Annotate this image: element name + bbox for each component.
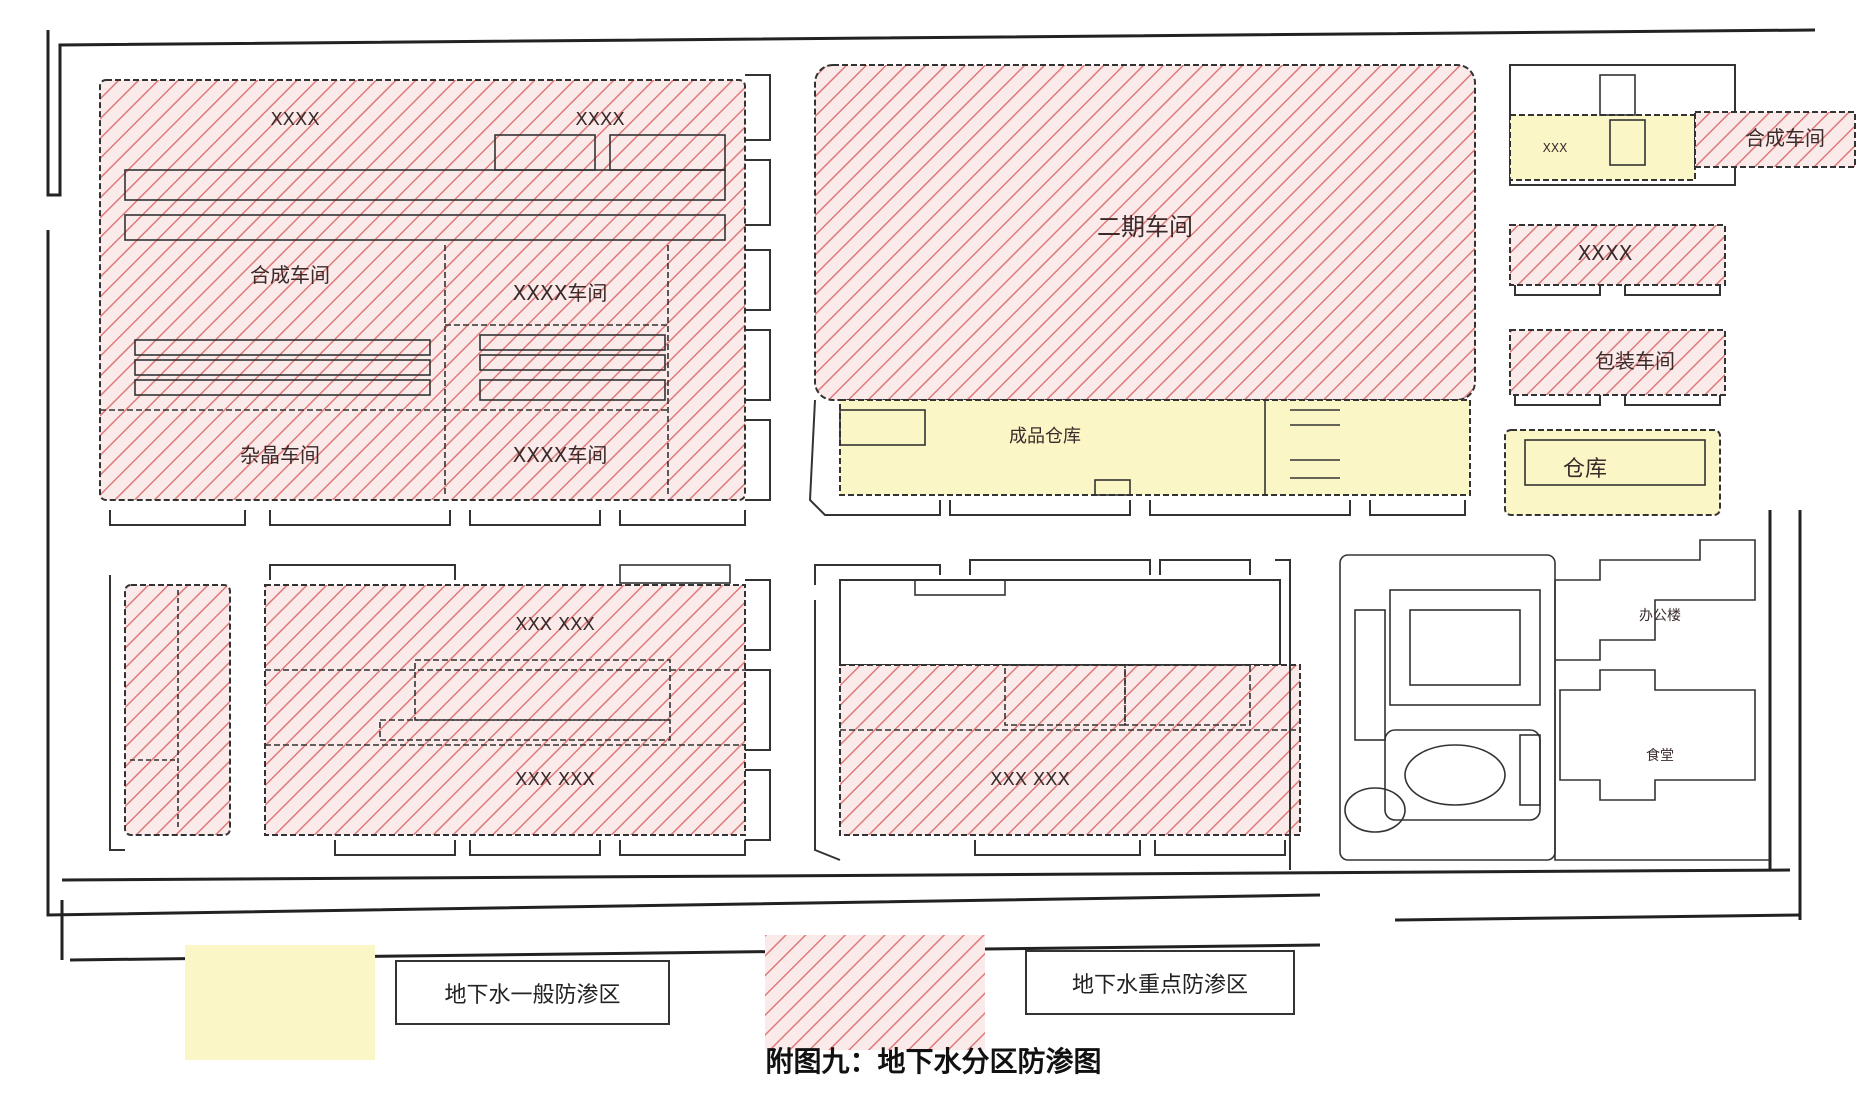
- pads-mid-center: [814, 559, 1291, 870]
- legend-key-swatch: [765, 935, 985, 1050]
- label-finished-warehouse: 成品仓库: [1009, 426, 1081, 447]
- block-right-2: [1509, 329, 1726, 406]
- label-top-left-bottom2: XXXX车间: [513, 443, 608, 467]
- block-top-right: [1509, 64, 1856, 186]
- block-top-left: [99, 79, 746, 501]
- legend-key-label: 地下水重点防渗区: [1025, 950, 1295, 1015]
- label-top-left-mid: XXXX车间: [513, 281, 608, 305]
- label-right-2: 包装车间: [1595, 349, 1675, 373]
- pads-top-center: [808, 399, 1466, 516]
- block-top-center: [814, 64, 1476, 496]
- label-top-left-upper: XXXX: [270, 109, 319, 130]
- label-mid-left-bottom: XXX XXX: [515, 769, 595, 790]
- label-mid-center: XXX XXX: [990, 769, 1070, 790]
- block-mid-left-narrow: [109, 575, 231, 851]
- pads-mid-left: [269, 564, 771, 856]
- label-top-left-upper2: XXXX: [575, 109, 624, 130]
- label-top-right-workshop: 合成车间: [1745, 126, 1825, 150]
- label-right-1: XXXX: [1578, 241, 1633, 265]
- label-warehouse: 仓库: [1563, 457, 1607, 482]
- figure-caption: 附图九：地下水分区防渗图: [765, 1045, 1102, 1078]
- block-mid-left: [264, 564, 746, 836]
- label-canteen: 食堂: [1646, 747, 1674, 764]
- label-top-left-workshop: 合成车间: [250, 263, 330, 287]
- block-warehouse: [1504, 429, 1721, 516]
- block-mid-center: [839, 579, 1301, 836]
- label-workshop-2: 二期车间: [1097, 213, 1193, 241]
- legend-general-swatch: [185, 945, 375, 1060]
- block-office-complex: [1339, 539, 1770, 861]
- label-top-left-bottom: 杂晶车间: [240, 443, 320, 467]
- label-office: 办公楼: [1639, 608, 1681, 624]
- pads-top-left: [109, 74, 771, 526]
- block-right-1: [1509, 224, 1726, 296]
- label-top-right-small: XXX: [1543, 141, 1568, 155]
- legend-general-label: 地下水一般防渗区: [395, 960, 670, 1025]
- label-mid-left-top: XXX XXX: [515, 614, 595, 635]
